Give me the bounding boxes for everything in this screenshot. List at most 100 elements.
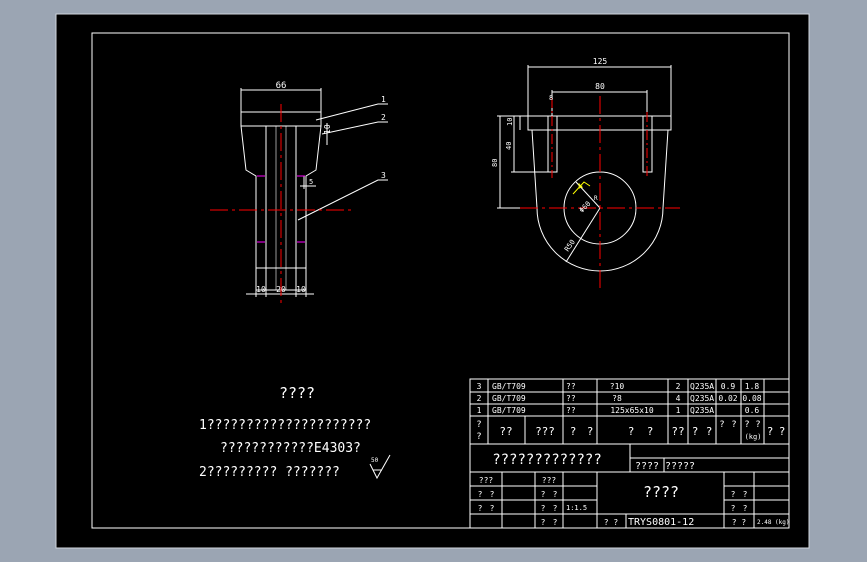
part-3-spec: ?10 [610, 382, 625, 391]
leader-label-2: 2 [381, 113, 386, 122]
part-2-no: 2 [477, 394, 482, 403]
hdr-c9b: ? [755, 420, 760, 430]
leader-label-1: 1 [381, 95, 386, 104]
radius-leader-outer [565, 207, 601, 263]
part-3-std: GB/T709 [492, 382, 526, 391]
rc-r2-a: ? [731, 504, 736, 513]
part-3-w2: 1.8 [745, 382, 760, 391]
leader-1 [315, 103, 388, 121]
top-dim-r: R [594, 195, 598, 202]
leader-2 [321, 121, 388, 135]
ll-r1-a: ??? [479, 476, 494, 485]
front-dim-bottom-1: 10 [256, 285, 266, 294]
part-1-w2: 0.6 [745, 406, 760, 415]
rc-r2-b: ? [743, 504, 748, 513]
outer-border [55, 13, 810, 549]
top-dim-left-10: 10 [506, 118, 514, 126]
hdr-c10: ? [767, 425, 774, 438]
front-centerlines [210, 104, 352, 306]
title-block-text: 3 GB/T709 ?? ?10 2 Q235A 0.9 1.8 2 GB/T7… [476, 382, 789, 528]
part-2-w2: 0.08 [742, 394, 761, 403]
ll-r2-a: ? [478, 490, 483, 499]
front-dim-bottom-2: 20 [276, 285, 286, 294]
leader-3 [297, 179, 388, 221]
drawing-no: TRYS0801-12 [628, 517, 694, 528]
ll-r4-b: ? [541, 518, 546, 527]
ll-r4-b2: ? [553, 518, 558, 527]
ll-r3-b: ? [541, 504, 546, 513]
part-2-qty: 4 [676, 394, 681, 403]
front-dim-bottom-3: 10 [296, 285, 306, 294]
ll-r3-a2: ? [490, 504, 495, 513]
part-1-qty: 1 [676, 406, 681, 415]
part-1-q1: ?? [566, 406, 576, 415]
part-3-q1: ?? [566, 382, 576, 391]
leader-label-3: 3 [381, 171, 386, 180]
drawing-sheet [56, 14, 809, 548]
hdr-c7b: ? [706, 425, 713, 438]
ll-r2-a2: ? [490, 490, 495, 499]
weight-label: ? ? [732, 518, 747, 527]
technical-notes: ???? 1????????????????????? ????????????… [199, 384, 379, 480]
scale-label: ???? [635, 461, 659, 472]
hdr-c2: ?? [499, 425, 512, 438]
part-name: ???? [643, 483, 679, 501]
ll-r3-b2: ? [553, 504, 558, 513]
title-block-frame [469, 378, 790, 529]
front-dim-top: 66 [276, 81, 287, 91]
hdr-c10b: ? [779, 425, 786, 438]
part-3-mat: Q235A [690, 382, 714, 391]
front-dim-small: 5 [309, 178, 313, 186]
hdr-c8: ? [719, 420, 724, 430]
top-centerlines [520, 96, 680, 292]
front-dim-side: 10 [323, 124, 332, 134]
part-1-std: GB/T709 [492, 406, 526, 415]
ll-r3-a: ? [478, 504, 483, 513]
hdr-unit: (kg) [745, 433, 762, 441]
hdr-c5b: ? [647, 425, 654, 438]
part-3-w1: 0.9 [721, 382, 736, 391]
rc-r1-a: ? [731, 490, 736, 499]
top-dim-left-40: 40 [505, 142, 513, 150]
notes-line-1: 1????????????????????? [199, 418, 371, 433]
part-2-mat: Q235A [690, 394, 714, 403]
top-dim-left-80: 80 [491, 159, 499, 167]
inner-border [91, 32, 790, 529]
part-3-no: 3 [477, 382, 482, 391]
notes-title: ???? [279, 384, 315, 402]
hdr-c8b: ? [731, 420, 736, 430]
roughness-icon [369, 454, 391, 480]
hdr-c7: ? [692, 425, 699, 438]
hdr-c5: ? [628, 425, 635, 438]
drawing-no-label: ? ? [604, 518, 619, 527]
hdr-c3: ??? [535, 425, 555, 438]
part-1-spec: 125x65x10 [610, 406, 654, 415]
front-labels: 66 10 20 10 10 5 1 2 3 [256, 81, 386, 294]
part-2-spec: ?8 [612, 394, 622, 403]
weight-value: 2.48 (kg) [757, 519, 790, 526]
front-hidden-marks [257, 175, 305, 243]
weld-leader [572, 181, 591, 195]
hdr-c9: ? [744, 420, 749, 430]
ll-r1-b: ??? [542, 476, 557, 485]
notes-line-3: 2????????? ??????? [199, 465, 340, 480]
part-3-qty: 2 [676, 382, 681, 391]
ll-r3-c: 1:1.5 [566, 504, 587, 512]
hdr-c6: ?? [671, 425, 684, 438]
part-1-mat: Q235A [690, 406, 714, 415]
top-dim-slot: 8 [549, 94, 553, 102]
part-2-q1: ?? [566, 394, 576, 403]
rc-r1-b: ? [743, 490, 748, 499]
part-2-std: GB/T709 [492, 394, 526, 403]
part-1-no: 1 [477, 406, 482, 415]
hdr-c1: ? [476, 420, 481, 430]
roughness-value: 50 [371, 457, 379, 464]
part-2-w1: 0.02 [718, 394, 737, 403]
scale-value: ????? [665, 461, 695, 472]
top-dim-inner: 80 [595, 82, 605, 91]
drawing-name: ????????????? [492, 452, 602, 468]
ll-r2-b2: ? [553, 490, 558, 499]
ll-r2-b: ? [541, 490, 546, 499]
top-dim-width: 125 [593, 57, 608, 66]
notes-line-2: ????????????E4303? [220, 441, 361, 456]
